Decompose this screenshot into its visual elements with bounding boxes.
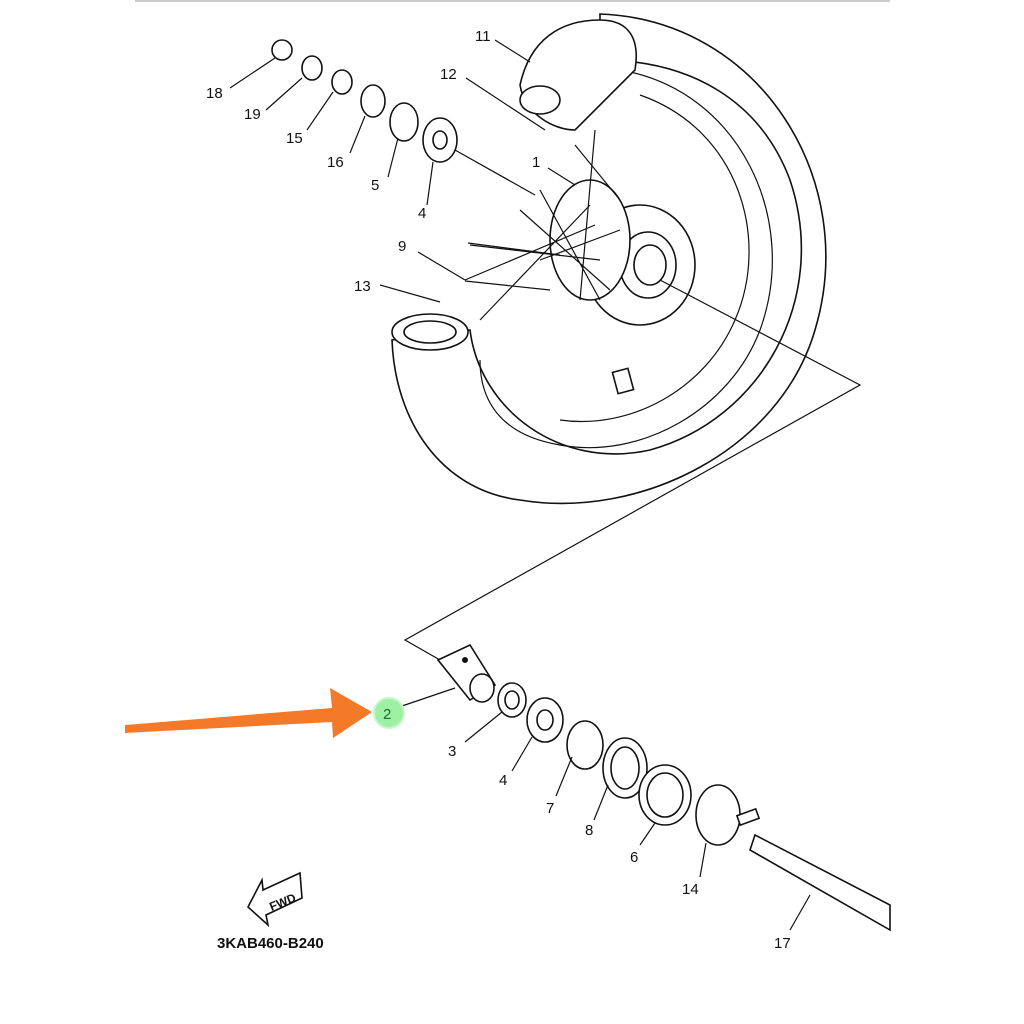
callout-11: 11 <box>475 28 491 45</box>
upper-parts <box>229 39 576 303</box>
highlight-badge[interactable] <box>373 697 405 729</box>
callout-12: 12 <box>440 66 457 83</box>
diagram-code: 3KAB460-B240 <box>217 935 324 952</box>
callout-9: 9 <box>398 238 406 255</box>
callout-19: 19 <box>244 106 261 123</box>
callout-13: 13 <box>354 278 371 295</box>
callout-4-upper: 4 <box>418 205 426 222</box>
callouts-lower: 3 4 7 8 6 14 17 <box>448 743 791 952</box>
callout-17: 17 <box>774 935 791 952</box>
callout-16: 16 <box>327 154 344 171</box>
callout-2: 2 <box>383 706 391 723</box>
callout-7: 7 <box>546 800 554 817</box>
callout-4-lower: 4 <box>499 772 507 789</box>
callout-14: 14 <box>682 881 699 898</box>
callout-8: 8 <box>585 822 593 839</box>
callouts-upper: 11 12 1 18 19 15 16 5 4 9 13 <box>206 28 540 295</box>
callout-18: 18 <box>206 85 223 102</box>
callout-5: 5 <box>371 177 379 194</box>
lower-parts <box>401 643 891 932</box>
callout-15: 15 <box>286 130 303 147</box>
orange-pointer-arrow <box>125 688 372 738</box>
callout-3: 3 <box>448 743 456 760</box>
callout-6: 6 <box>630 849 638 866</box>
fwd-arrow-icon: FWD <box>247 871 303 928</box>
callout-1: 1 <box>532 154 540 171</box>
front-wheel <box>391 13 862 661</box>
